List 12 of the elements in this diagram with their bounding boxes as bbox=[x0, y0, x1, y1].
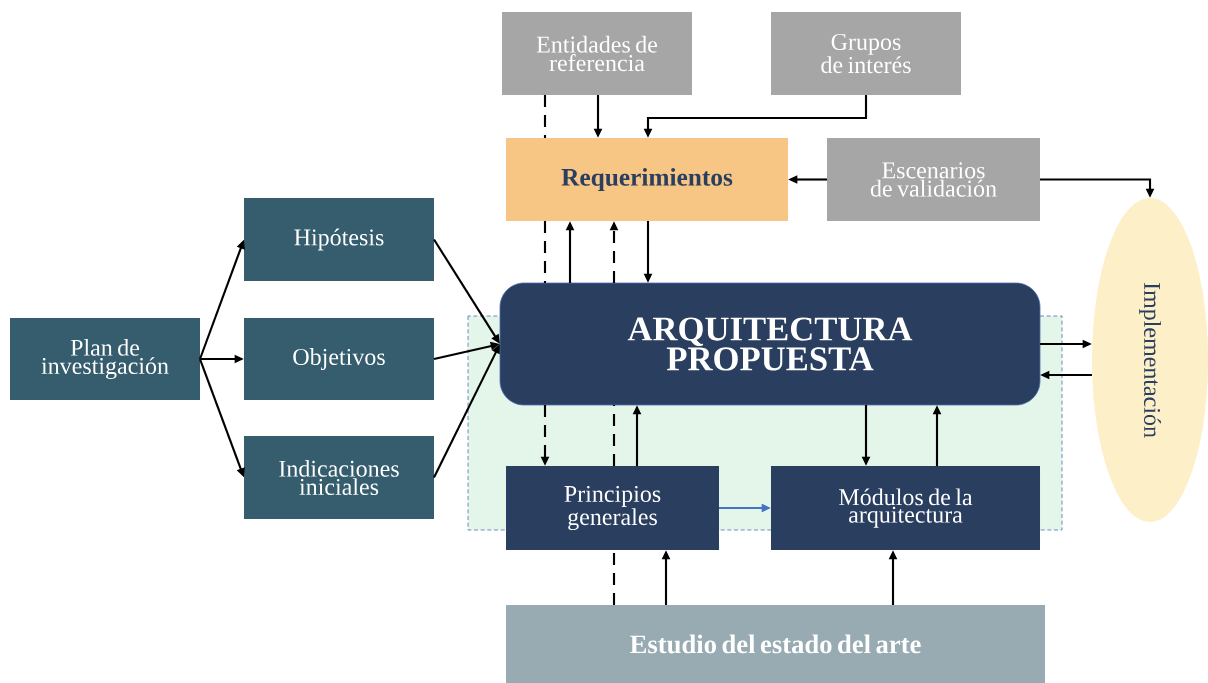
input-box: Entidades de referencia bbox=[502, 12, 692, 95]
input-box: Grupos de interés bbox=[771, 12, 961, 95]
architecture-box: ARQUITECTURA PROPUESTA bbox=[499, 282, 1041, 406]
requirements-box: Requerimientos bbox=[506, 138, 788, 221]
foundation-box: Estudio del estado del arte bbox=[506, 605, 1045, 683]
input-box: Escenarios de validación bbox=[827, 138, 1040, 221]
component-box: Módulos de la arquitectura bbox=[771, 466, 1040, 550]
process-box: Hipótesis bbox=[244, 198, 434, 281]
process-box: Objetivos bbox=[244, 318, 434, 400]
process-box: Indicaciones iniciales bbox=[244, 436, 434, 519]
component-box: Principios generales bbox=[506, 466, 719, 550]
process-box: Plan de investigación bbox=[10, 318, 200, 400]
